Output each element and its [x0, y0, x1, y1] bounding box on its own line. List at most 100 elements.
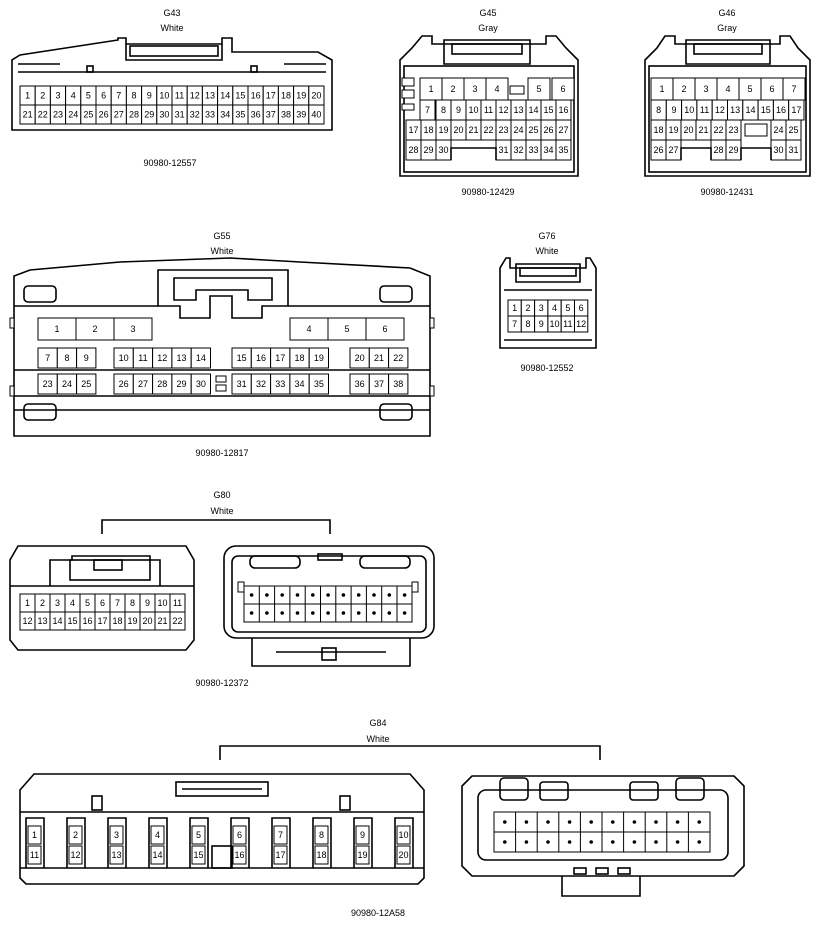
pin-number: 10 — [398, 830, 408, 840]
pin-cell: 8 — [124, 593, 141, 613]
pin-cell: 4 — [150, 825, 165, 845]
pin-number: 8 — [131, 91, 136, 101]
g84-terminal-dot — [654, 820, 658, 824]
pin-number: 20 — [398, 850, 408, 860]
pin-cell: 22 — [480, 119, 497, 141]
pin-number: 6 — [579, 303, 584, 313]
pin-number: 15 — [237, 353, 247, 363]
g80-terminal-dot — [280, 611, 285, 615]
g84-mating-base — [561, 876, 641, 897]
g45-guide — [401, 89, 415, 99]
g46-part-number: 90980-12431 — [700, 187, 753, 197]
pin-number: 5 — [747, 84, 752, 94]
pin-cell: 16 — [555, 99, 572, 121]
pin-number: 8 — [130, 598, 135, 608]
pin-number: 24 — [68, 110, 78, 120]
pin-number: 10 — [684, 105, 694, 115]
pin-cell: 25 — [785, 119, 802, 141]
pin-cell: 8 — [314, 825, 329, 845]
g84-mating-tab — [675, 777, 705, 801]
pin-number: 35 — [314, 379, 324, 389]
pin-cell: 1 — [19, 85, 36, 106]
pin-cell: 27 — [665, 139, 682, 161]
pin-number: 4 — [70, 598, 75, 608]
pin-number: 7 — [115, 598, 120, 608]
pin-cell: 19 — [435, 119, 452, 141]
pin-number: 2 — [681, 84, 686, 94]
pin-cell-box — [190, 347, 211, 369]
pin-number: 10 — [468, 105, 478, 115]
g84-mating-tab — [629, 781, 659, 801]
g84-terminal-dot — [567, 840, 572, 844]
pin-cell: 10 — [681, 99, 698, 121]
pin-number: 36 — [251, 110, 261, 120]
pin-cell: 34 — [289, 373, 310, 395]
pin-cell: 4 — [547, 299, 562, 317]
pin-cell: 9 — [139, 593, 156, 613]
pin-cell: 17 — [405, 119, 422, 141]
g80-mating-key — [321, 647, 337, 661]
g55-latch-inner — [173, 277, 273, 301]
pin-cell: 9 — [534, 315, 549, 333]
pin-number: 8 — [319, 830, 324, 840]
pin-cell: 7 — [273, 825, 288, 845]
g84-terminal-grid — [493, 811, 711, 853]
pin-cell: 26 — [113, 373, 134, 395]
pin-cell-box — [273, 825, 288, 845]
pin-number: 23 — [498, 125, 508, 135]
g43-key — [250, 65, 258, 73]
g46-key — [680, 147, 712, 160]
g84-latch — [175, 781, 269, 797]
pin-cell-box — [169, 611, 186, 631]
pin-number: 13 — [513, 105, 523, 115]
pin-cell: 32 — [186, 104, 203, 125]
pin-cell-box — [191, 845, 206, 865]
g80-latch-key — [93, 559, 123, 571]
g80-terminal-dot — [356, 611, 361, 615]
pin-number: 7 — [278, 830, 283, 840]
pin-cell: 25 — [525, 119, 542, 141]
pin-number: 38 — [393, 379, 403, 389]
g84-mating-key — [595, 867, 609, 875]
g55-lock-tab-left — [23, 403, 57, 421]
pin-cell-box — [232, 845, 247, 865]
g46-inner-frame — [648, 65, 807, 173]
pin-number: 18 — [281, 91, 291, 101]
g80-mating-housing — [223, 545, 435, 639]
pin-cell: 7 — [507, 315, 522, 333]
pin-cell: 33 — [270, 373, 291, 395]
pin-number: 20 — [311, 91, 321, 101]
pin-cell: 21 — [154, 611, 171, 631]
pin-number: 16 — [776, 105, 786, 115]
pin-cell-box — [365, 317, 405, 341]
pin-number: 31 — [498, 145, 508, 155]
g84-mating-tab — [539, 781, 569, 801]
g76-part-number: 90980-12552 — [520, 363, 573, 373]
pin-cell: 6 — [551, 77, 575, 101]
pin-number: 8 — [656, 105, 661, 115]
pin-number: 28 — [129, 110, 139, 120]
g76-latch-window — [519, 267, 577, 277]
pin-number: 3 — [703, 84, 708, 94]
pin-cell: 10 — [396, 825, 411, 845]
pin-cell: 18 — [277, 85, 295, 106]
g55-part-number: 90980-12817 — [195, 448, 248, 458]
pin-number: 6 — [237, 830, 242, 840]
pin-cell: 40 — [308, 104, 325, 125]
pin-cell-box — [555, 139, 572, 161]
g76-code: G76 — [538, 231, 555, 241]
pin-cell: 25 — [80, 104, 97, 125]
pin-number: 7 — [425, 105, 430, 115]
pin-cell: 28 — [710, 139, 727, 161]
pin-cell: 2 — [68, 825, 83, 845]
pin-cell: 14 — [190, 347, 211, 369]
g84-terminal-dot — [675, 820, 680, 824]
pin-cell-box — [574, 315, 589, 333]
pin-number: 1 — [25, 91, 30, 101]
pin-number: 10 — [550, 319, 560, 329]
pin-number: 1 — [659, 84, 664, 94]
pin-number: 13 — [177, 353, 187, 363]
